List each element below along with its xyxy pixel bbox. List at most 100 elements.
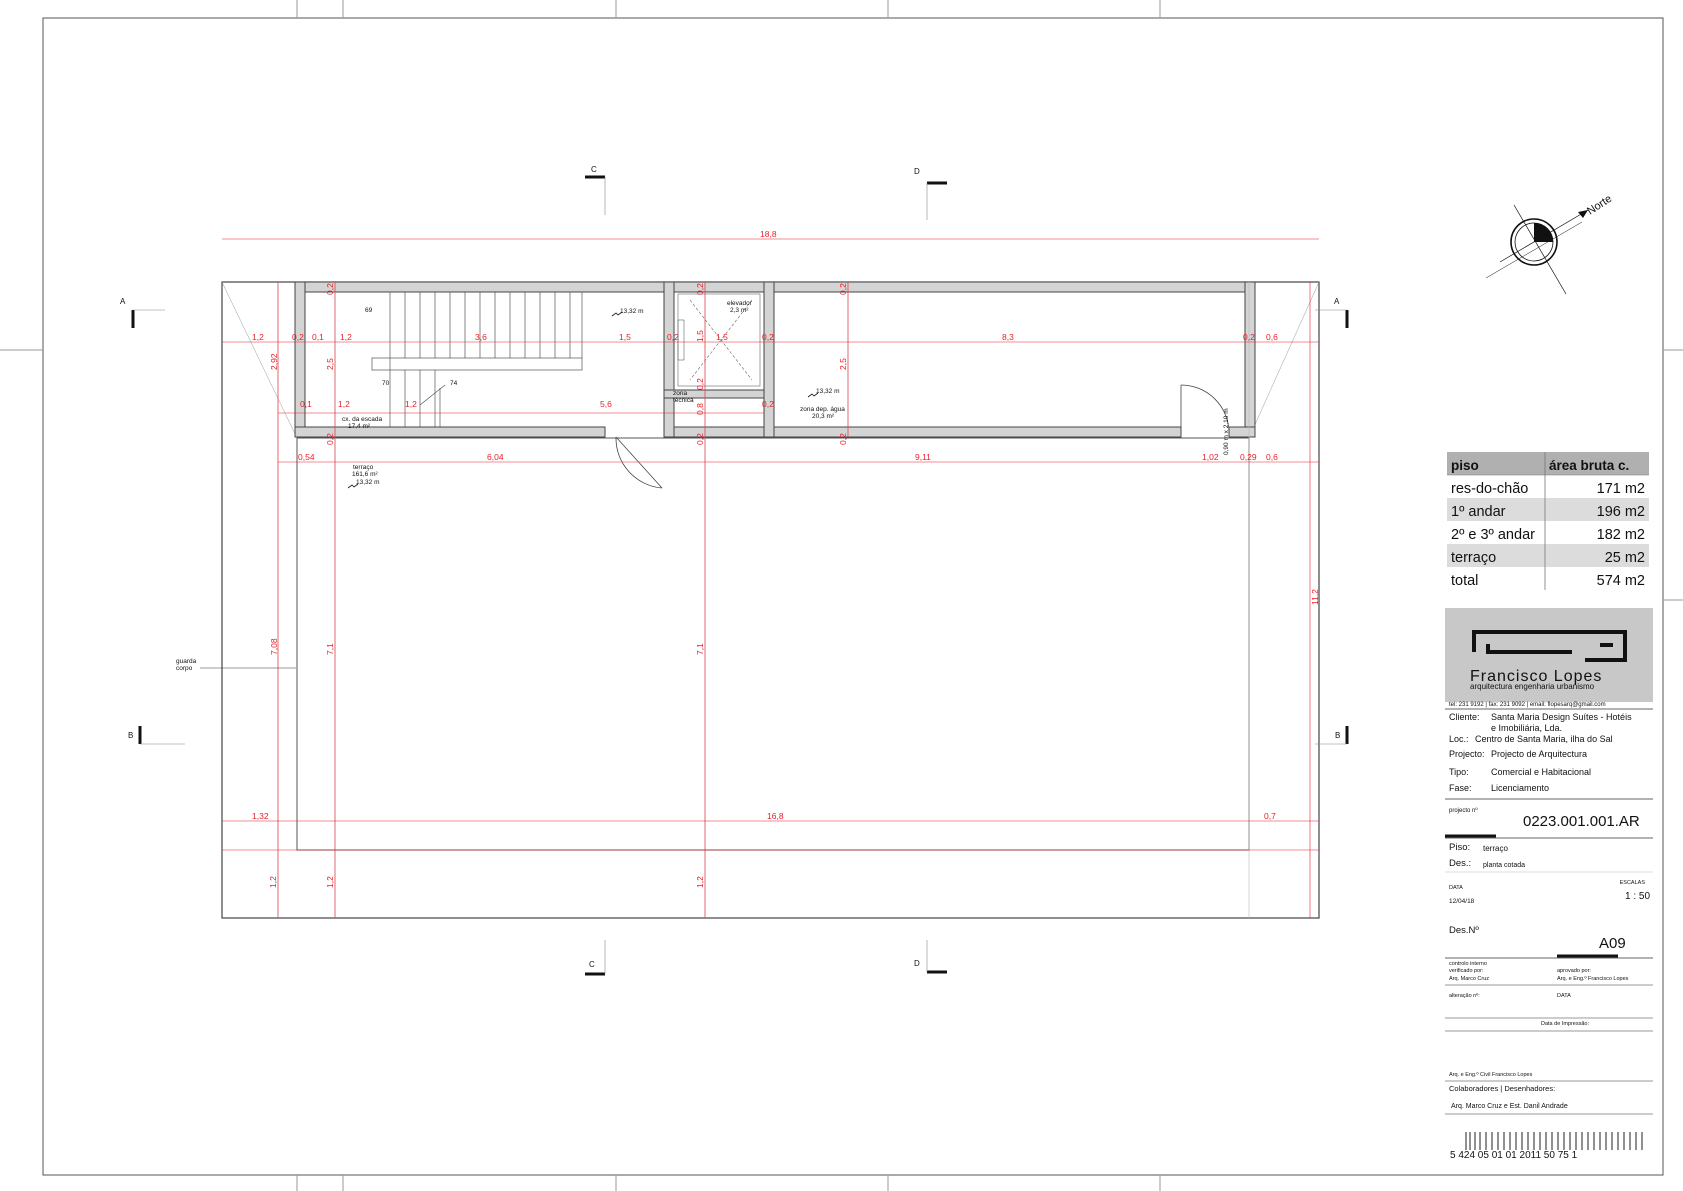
- date-label: DATA: [1449, 885, 1463, 891]
- level-mark: 13,32 m: [816, 388, 840, 395]
- stair-step-number: 70: [382, 380, 390, 387]
- dim-r1: 1,2: [340, 332, 352, 342]
- dim-r4: 1,32: [252, 811, 269, 821]
- date: 12/04/18: [1449, 898, 1475, 905]
- elevator-name: elevador: [727, 300, 753, 307]
- dim-r4: 16,8: [767, 811, 784, 821]
- stair-room-name: cx. da escada: [342, 416, 382, 423]
- dim-r3: 0,54: [298, 452, 315, 462]
- firm-tagline: arquitectura engenharia urbanismo: [1470, 682, 1595, 691]
- approved-label: aprovado por:: [1557, 968, 1591, 974]
- dim-r1: 1,5: [716, 332, 728, 342]
- floor-plan: A A B B C D C D 18,8 11,2 1,2 0,2 0,1 1,…: [120, 165, 1349, 976]
- dim-small: 0,2: [838, 433, 848, 445]
- drawing: planta cotada: [1483, 862, 1525, 869]
- section-label-a-left: A: [120, 297, 126, 306]
- collaborators-label: Colaboradores | Desenhadores:: [1449, 1084, 1555, 1093]
- drawing-label: Des.:: [1449, 858, 1471, 869]
- drawing-number-label: Des.Nº: [1449, 925, 1479, 936]
- dim-r1: 0,2: [1243, 332, 1255, 342]
- area-table-cell: terraço: [1451, 550, 1496, 566]
- type: Comercial e Habitacional: [1491, 767, 1591, 777]
- dim-r2: 0,8: [695, 403, 705, 415]
- section-label-c-bottom: C: [589, 960, 595, 969]
- dim-r1: 0,2: [667, 332, 679, 342]
- area-table-cell: total: [1451, 573, 1478, 589]
- dim-r1: 3,6: [475, 332, 487, 342]
- project-number-label: projecto nº: [1449, 807, 1478, 814]
- parapet-outline: [296, 437, 1250, 851]
- dim-r3: 6,04: [487, 452, 504, 462]
- dim-r1: 0,2: [762, 332, 774, 342]
- elevator: [677, 293, 761, 387]
- stair-step-number: 74: [450, 380, 458, 387]
- dim-small: 0,2: [695, 433, 705, 445]
- door-size: 0,90 m x 2,10 m: [1223, 408, 1230, 455]
- location: Centro de Santa Maria, ilha do Sal: [1475, 734, 1613, 744]
- scales-label: ESCALAS: [1620, 880, 1646, 886]
- area-table-cell: res-do-chão: [1451, 481, 1528, 497]
- guard-rail-label: corpo: [176, 665, 193, 672]
- doors: [615, 384, 1230, 489]
- approved-by: Arq. e Eng.º Francisco Lopes: [1557, 975, 1629, 982]
- client-name: e Imobiliária, Lda.: [1491, 723, 1562, 733]
- scale: 1 : 50: [1625, 891, 1650, 902]
- dim-small: 0,2: [325, 283, 335, 295]
- dim-vert: 2,5: [325, 358, 335, 370]
- dim-vert: 7,1: [325, 643, 335, 655]
- stair-step-number: 69: [365, 307, 373, 314]
- sheet-border: [42, 17, 1664, 1176]
- dim-bottom: 1,2: [268, 876, 278, 888]
- dim-r4: 0,7: [1264, 811, 1276, 821]
- revision-label: alteração nº:: [1449, 992, 1480, 999]
- dim-vert: 2,5: [838, 358, 848, 370]
- dim-bottom: 1,2: [695, 876, 705, 888]
- dim-vert: 2,92: [269, 353, 279, 370]
- floor: terraço: [1483, 844, 1508, 853]
- print-date-label: Data de Impressão:: [1541, 1021, 1589, 1027]
- terrace-name: terraço: [353, 464, 374, 471]
- control-label: controlo interno: [1449, 961, 1487, 967]
- guard-rail-label: guarda: [176, 658, 197, 665]
- dim-bottom: 1,2: [325, 876, 335, 888]
- section-label-c-top: C: [591, 165, 597, 174]
- dim-r1: 1,2: [252, 332, 264, 342]
- terrace-level: 13,32 m: [356, 479, 380, 486]
- dim-vert: 7,08: [269, 638, 279, 655]
- level-marker-icons: [347, 311, 819, 489]
- type-label: Tipo:: [1449, 767, 1469, 777]
- area-table-cell: 25 m2: [1605, 550, 1645, 566]
- area-table-cell: 196 m2: [1597, 504, 1645, 520]
- control-label: verificado por:: [1449, 968, 1484, 974]
- water-zone-name: zona dep. água: [800, 406, 845, 413]
- area-table-cell: 182 m2: [1597, 527, 1645, 543]
- project-label: Projecto:: [1449, 749, 1485, 759]
- area-table-cell: 171 m2: [1597, 481, 1645, 497]
- dim-small: 0,2: [325, 433, 335, 445]
- firm-name: Francisco Lopes: [1470, 668, 1602, 685]
- dim-r3: 9,11: [915, 452, 931, 462]
- dim-r2: 5,6: [600, 399, 612, 409]
- section-label-d-bottom: D: [914, 959, 920, 968]
- barcode: [1465, 1132, 1643, 1150]
- elevator-area: 2,3 m²: [730, 307, 749, 314]
- barcode-number: 5 424 05 01 01 2011 50 75 1: [1450, 1150, 1578, 1161]
- terrace-area: 161,6 m²: [352, 471, 378, 478]
- phase-label: Fase:: [1449, 783, 1472, 793]
- section-label-a-right: A: [1334, 297, 1340, 306]
- water-zone-area: 20,3 m²: [812, 413, 835, 420]
- dim-r3: 0,29: [1240, 452, 1257, 462]
- drawing-number: A09: [1599, 935, 1626, 952]
- dim-r2: 0,1: [300, 399, 312, 409]
- level-mark: 13,32 m: [620, 308, 644, 315]
- firm-logo: [1472, 630, 1627, 662]
- dimension-lines: [222, 238, 1319, 918]
- area-table-header: área bruta c.: [1549, 458, 1629, 473]
- dim-r2: 1,2: [338, 399, 350, 409]
- area-table-cell: 2º e 3º andar: [1451, 527, 1535, 543]
- stair-room-area: 17,4 m²: [348, 423, 371, 430]
- area-table: piso área bruta c. res-do-chão 171 m2 1º…: [1447, 452, 1649, 590]
- dim-r1: 8,3: [1002, 332, 1014, 342]
